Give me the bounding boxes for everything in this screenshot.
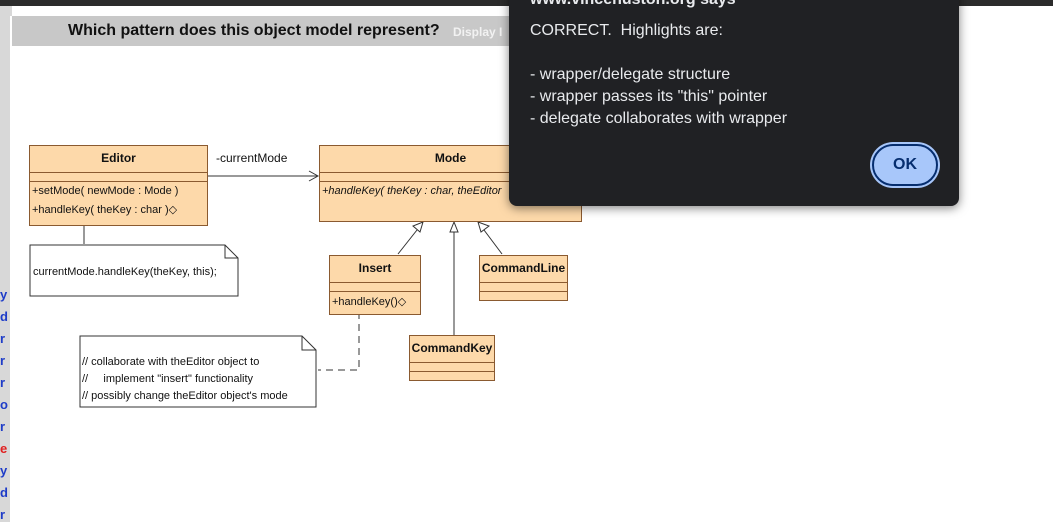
dialog-message-line: - delegate collaborates with wrapper [530,110,788,127]
class-name: CommandKey [411,341,493,355]
class-operation: +handleKey( theKey : char, theEditor [322,185,502,197]
class-operation: +setMode( newMode : Mode ) [32,185,179,197]
note-dashed-connector [318,312,360,371]
association-label: -currentMode [216,151,288,165]
class-name: Mode [434,151,467,165]
display-answer-link[interactable]: Display I [453,25,503,39]
left-nav-links: y d r r r o r e y d r [0,284,10,526]
dialog-title: www.vincehuston.org says [530,0,736,9]
class-commandline: CommandLine [479,255,568,301]
alert-dialog: www.vincehuston.org says CORRECT. Highli… [509,0,959,206]
question-header: Which pattern does this object model rep… [12,16,532,46]
note-insert-line: // collaborate with theEditor object to [82,356,260,368]
note-insert-line: // implement "insert" functionality [82,373,254,385]
dialog-message-line [530,42,787,64]
nav-link[interactable]: r [0,353,6,368]
nav-link[interactable]: r [0,375,6,390]
dialog-message-line: - wrapper passes its "this" pointer [530,88,768,105]
dialog-message-line: CORRECT. Highlights are: [530,22,723,39]
class-operation: +handleKey( theKey : char )◇ [32,204,178,216]
question-text: Which pattern does this object model rep… [68,22,440,39]
nav-link[interactable]: r [0,507,6,522]
nav-link[interactable]: r [0,331,6,346]
note-editor-text: currentMode.handleKey(theKey, this); [33,266,217,278]
note-editor-shape [29,244,239,297]
dialog-message: CORRECT. Highlights are: - wrapper/deleg… [530,20,787,130]
class-name: CommandLine [481,261,566,275]
note-insert-line: // possibly change theEditor object's mo… [82,390,288,402]
class-name: Editor [101,151,136,165]
class-operation: +handleKey()◇ [332,296,407,308]
nav-link[interactable]: o [0,397,8,412]
nav-link[interactable]: d [0,309,8,324]
nav-link[interactable]: y [0,463,8,478]
nav-link[interactable]: d [0,485,8,500]
ok-button[interactable]: OK [872,144,938,186]
class-commandkey: CommandKey [409,335,495,381]
generalization-arrow-insert [412,221,424,233]
class-insert: Insert +handleKey()◇ [329,255,421,315]
class-editor: Editor +setMode( newMode : Mode ) +handl… [29,145,208,226]
nav-link[interactable]: r [0,419,6,434]
left-sidebar-frame [0,6,12,522]
inheritance-line-insert [397,229,418,255]
generalization-arrow-commandline [477,221,491,233]
class-name: Insert [358,261,392,275]
association-arrowhead [308,170,320,182]
generalization-arrow-commandkey [449,220,459,233]
nav-link[interactable]: y [0,287,8,302]
left-sidebar-divider [10,16,12,522]
dialog-message-line: - wrapper/delegate structure [530,66,731,83]
note-insert-shape [79,335,317,408]
inheritance-line-commandline [483,229,503,255]
nav-link-current[interactable]: e [0,441,8,456]
